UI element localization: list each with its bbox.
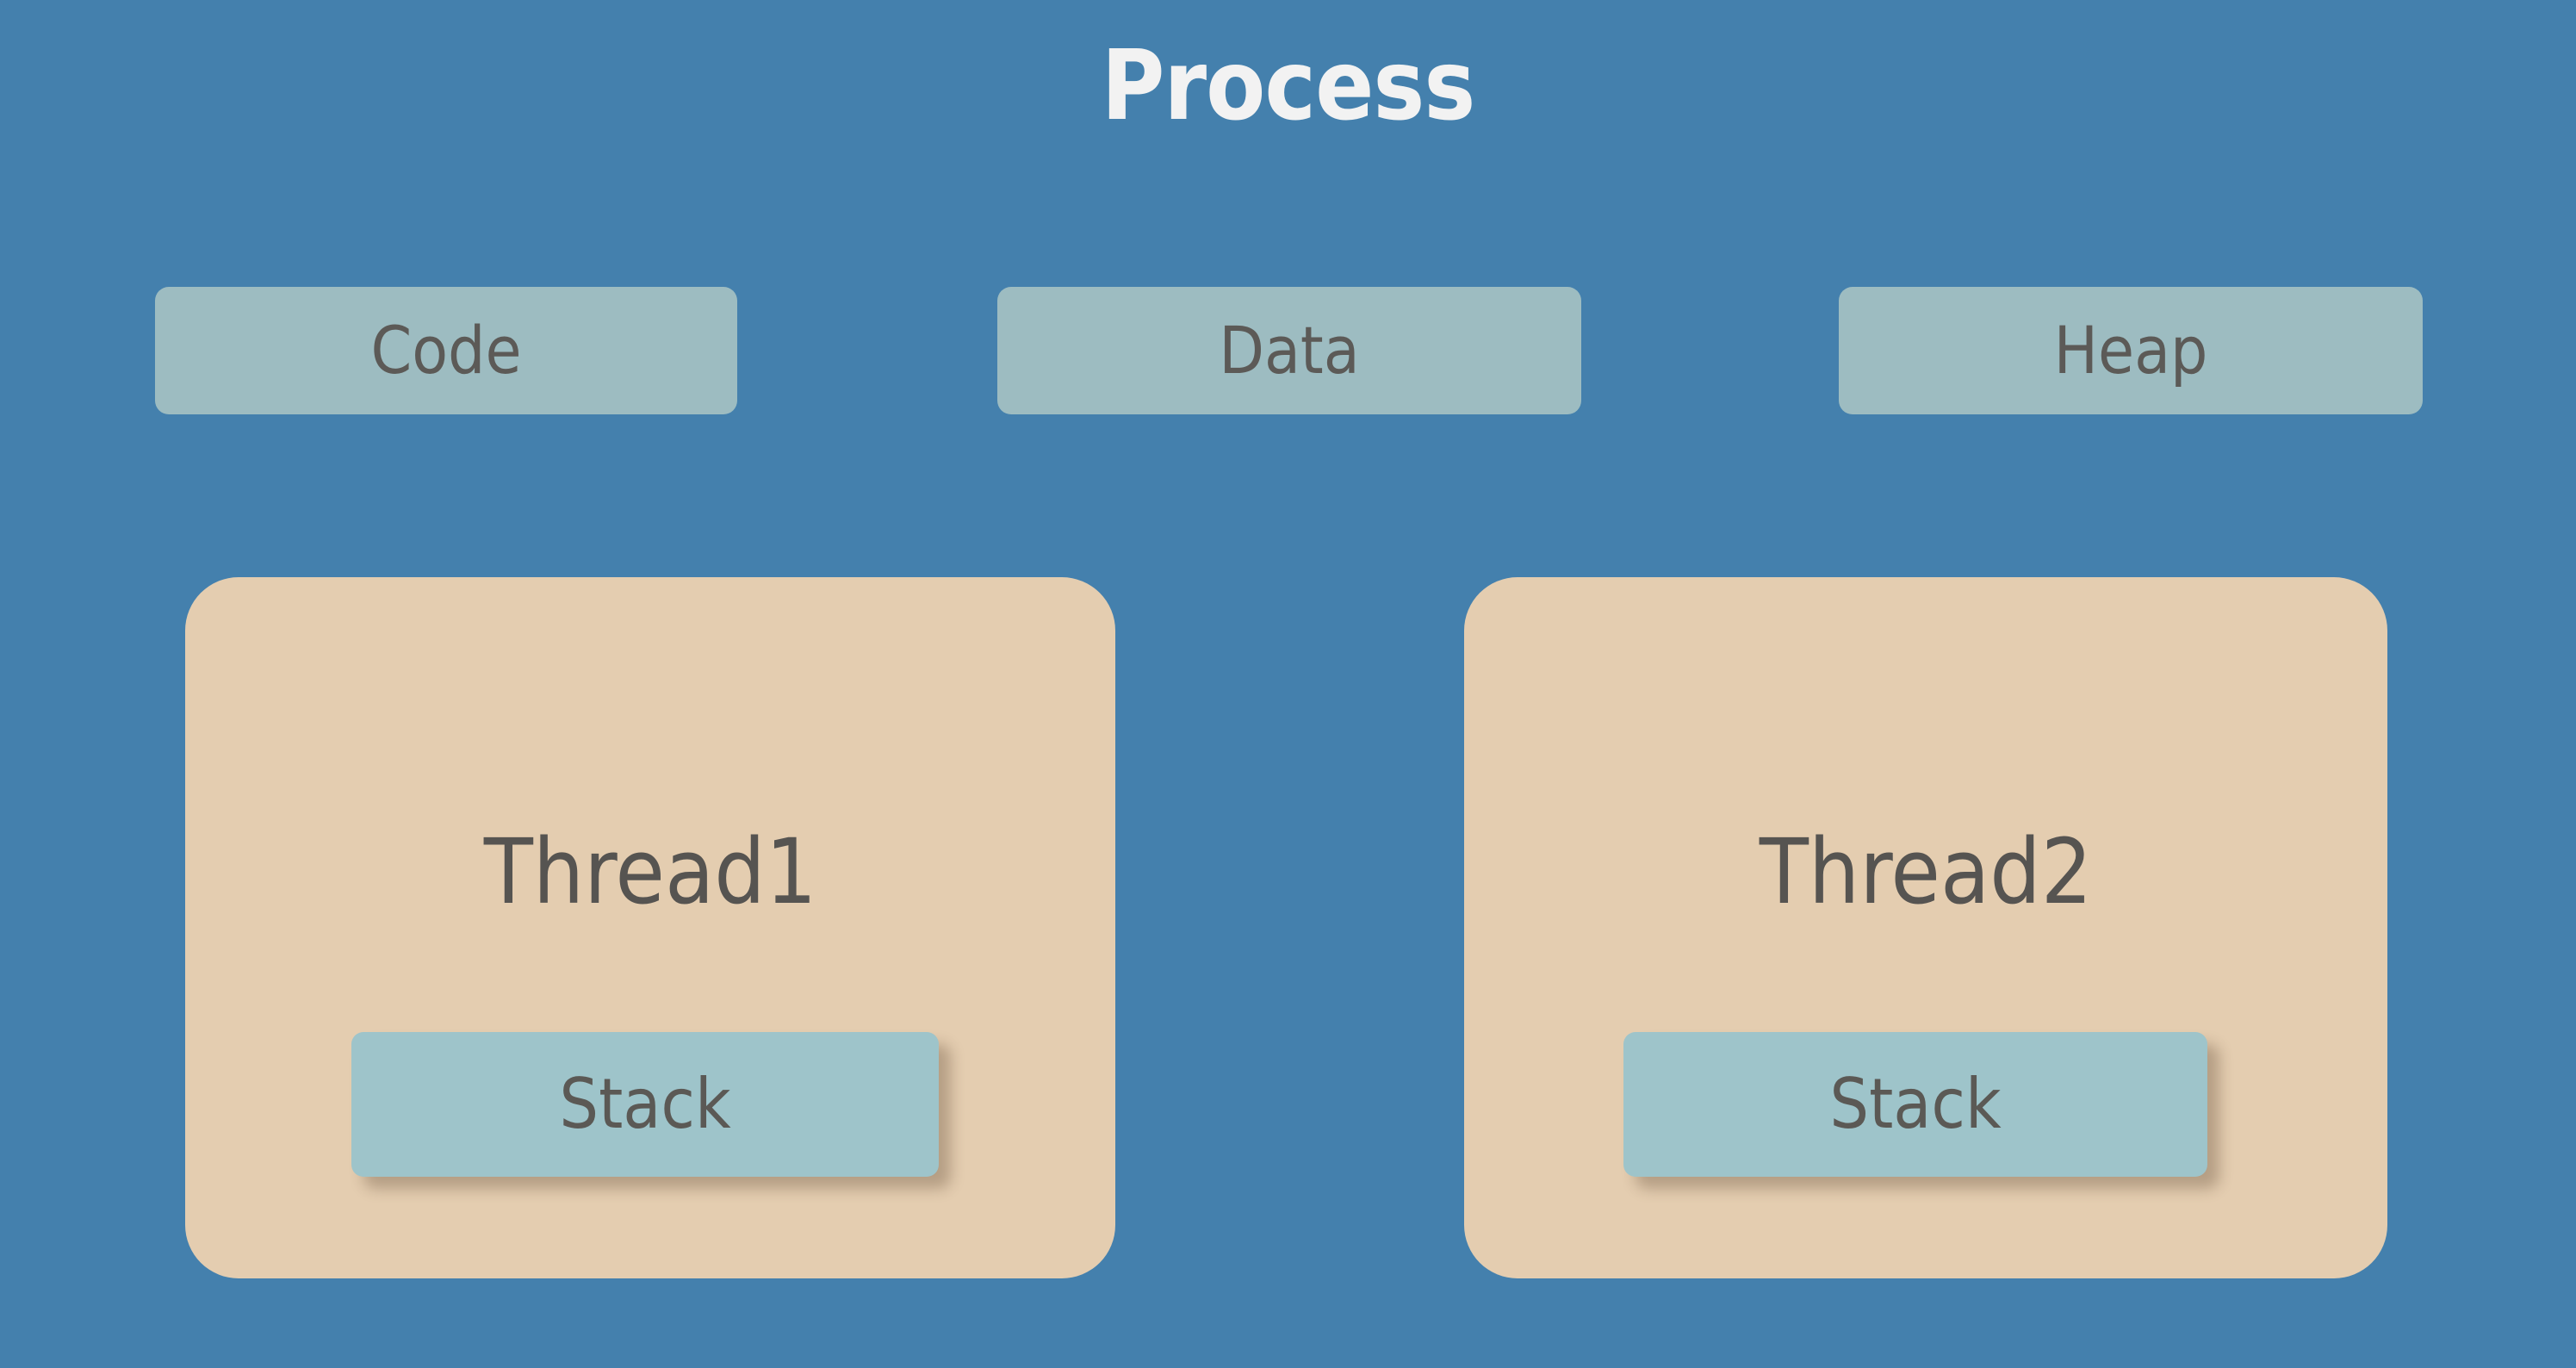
thread-2-stack-box: Stack [1623,1032,2207,1177]
memory-segment-data: Data [997,287,1581,414]
memory-segment-heap-label: Heap [2053,312,2208,389]
memory-segment-code: Code [155,287,737,414]
thread-box-2-label: Thread2 [1759,819,2093,924]
page-title: Process [1101,30,1476,142]
thread-box-2: Thread2 Stack [1464,577,2387,1278]
thread-box-1-label: Thread1 [483,819,817,924]
thread-2-stack-label: Stack [1829,1064,2002,1144]
thread-box-1: Thread1 Stack [185,577,1115,1278]
memory-segment-heap: Heap [1839,287,2423,414]
memory-segment-data-label: Data [1219,312,1360,389]
thread-1-stack-label: Stack [559,1064,731,1144]
memory-segment-code-label: Code [370,312,522,389]
thread-1-stack-box: Stack [351,1032,939,1177]
